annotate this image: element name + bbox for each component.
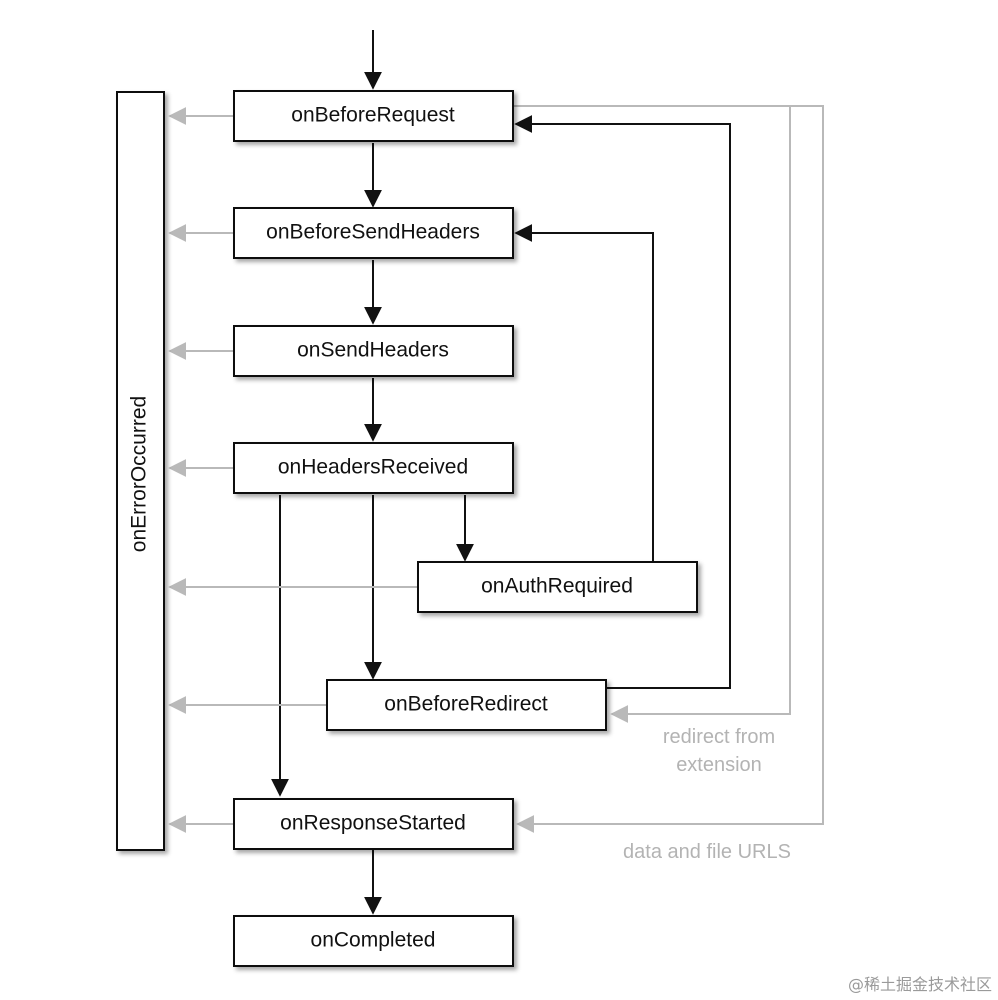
- data-file-urls-arrow: [514, 105, 824, 833]
- onresponsestarted-node: onResponseStarted: [233, 798, 514, 850]
- redirect-loop-arrow: [514, 115, 731, 689]
- onbeforesendheaders-node: onBeforeSendHeaders: [233, 207, 514, 259]
- onerroroccurred-label: onErrorOccurred: [128, 396, 151, 552]
- onbeforeredirect-label: onBeforeRedirect: [384, 693, 548, 716]
- onbeforesendheaders-label: onBeforeSendHeaders: [266, 221, 480, 244]
- data-file-urls-label: data and file URLS: [623, 841, 791, 863]
- redirect-from-extension-label-line2: extension: [676, 754, 762, 776]
- onsendheaders-node: onSendHeaders: [233, 325, 514, 377]
- onbeforerequest-label: onBeforeRequest: [291, 104, 455, 127]
- onbeforerequest-node: onBeforeRequest: [233, 90, 514, 142]
- onbeforeredirect-node: onBeforeRedirect: [326, 679, 607, 731]
- oncompleted-label: onCompleted: [311, 929, 436, 952]
- onerroroccurred-node: onErrorOccurred: [116, 91, 165, 851]
- auth-loop-arrow: [514, 224, 654, 562]
- onauthrequired-node: onAuthRequired: [417, 561, 698, 613]
- onheadersreceived-label: onHeadersReceived: [278, 456, 468, 479]
- watermark-text: @稀土掘金技术社区: [848, 975, 992, 994]
- redirect-from-extension-label-line1: redirect from: [663, 726, 775, 748]
- onsendheaders-label: onSendHeaders: [297, 339, 449, 362]
- gray-flow-lines: [168, 105, 824, 833]
- onauthrequired-label: onAuthRequired: [481, 575, 633, 598]
- oncompleted-node: onCompleted: [233, 915, 514, 967]
- onheadersreceived-node: onHeadersReceived: [233, 442, 514, 494]
- onresponsestarted-label: onResponseStarted: [280, 812, 466, 835]
